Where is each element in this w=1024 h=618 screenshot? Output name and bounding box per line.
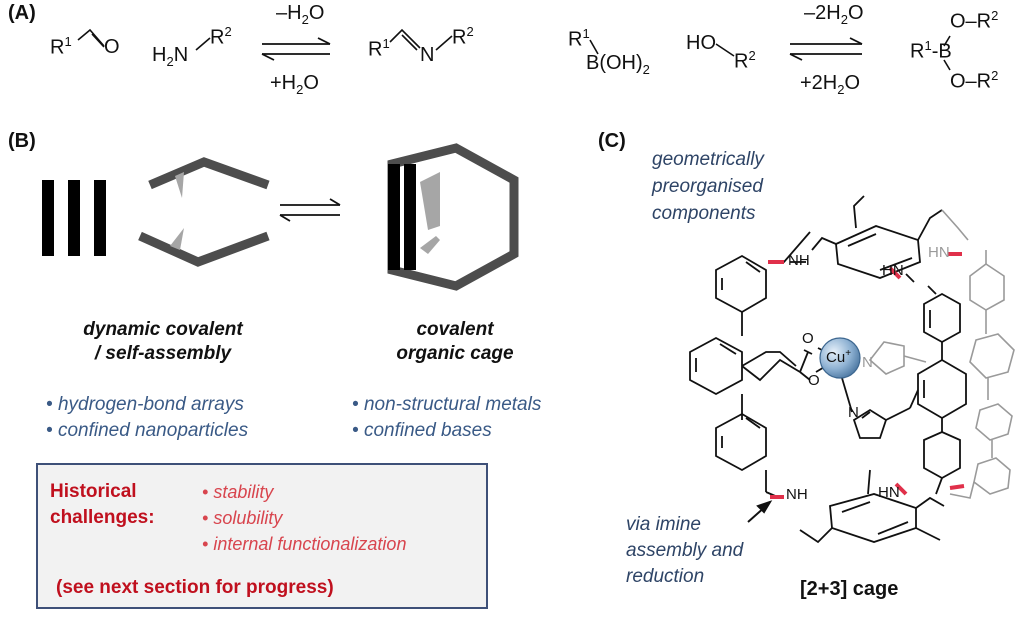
right-title-line1: covalent <box>416 319 494 340</box>
hn-label-bottom: HN <box>878 484 900 501</box>
equilibrium-arrow-b <box>279 198 341 222</box>
annotation-bottom: via imine assembly and reduction <box>626 514 744 587</box>
right-title-line2: organic cage <box>396 343 514 364</box>
arrow1-top-label: –H2O <box>276 2 325 27</box>
challenges-box: Historical challenges: • stability • sol… <box>36 463 488 609</box>
o-label-top: O <box>802 330 814 347</box>
list-item: • solubility <box>202 508 283 528</box>
challenges-title: Historical challenges: <box>50 481 155 528</box>
right-title: covalent organic cage <box>350 318 560 366</box>
left-title-line1: dynamic covalent <box>83 319 243 340</box>
list-item: • confined bases <box>352 420 492 441</box>
list-item: • internal functionalization <box>202 534 407 554</box>
list-item: • confined nanoparticles <box>46 420 249 441</box>
n-label-back: N <box>862 354 873 371</box>
panel-c-label: (C) <box>598 130 626 152</box>
amine-r2: R2 <box>210 24 232 49</box>
ester-o-top: O–R2 <box>950 8 999 33</box>
aldehyde-oxygen: O <box>104 36 120 58</box>
organic-cage-icon <box>387 143 519 291</box>
fragment-wedge-top <box>175 172 184 198</box>
list-item: • hydrogen-bond arrays <box>46 394 244 415</box>
challenges-list: • stability • solubility • internal func… <box>202 479 406 557</box>
list-item: • non-structural metals <box>352 394 542 415</box>
imine-bonds-red <box>768 252 965 499</box>
left-title-line2: / self-assembly <box>94 343 232 364</box>
boronic-b: B(OH)2 <box>586 52 650 77</box>
open-fragments-icon <box>138 157 270 267</box>
panel-b-label: (B) <box>8 130 36 152</box>
cu-label: Cu+ <box>826 348 852 366</box>
aldehyde-molecule: R1 <box>50 34 72 59</box>
ester-o-bottom: O–R2 <box>950 68 999 93</box>
amine-molecule: H2N <box>152 44 189 69</box>
cage-back-strut <box>868 209 1015 499</box>
o-label-bottom: O <box>808 372 820 389</box>
arrow2-top-label: –2H2O <box>804 2 864 27</box>
list-item: • stability <box>202 482 274 502</box>
left-title: dynamic covalent / self-assembly <box>48 318 278 366</box>
hn-label-top: HN <box>882 262 904 279</box>
imine-r1: R1 <box>368 36 390 61</box>
boronic-r1: R1 <box>568 26 590 51</box>
three-bars-icon <box>42 180 106 256</box>
alcohol-ho: HO <box>686 32 716 54</box>
challenges-footer: (see next section for progress) <box>56 577 334 598</box>
arrow1-bottom-label: +H2O <box>270 72 319 97</box>
arrow2-bottom-label: +2H2O <box>800 72 861 97</box>
n-label-imidazole: N <box>848 404 859 421</box>
equilibrium-arrow-2 <box>789 37 863 61</box>
annotation-arrow <box>747 500 773 523</box>
cage-caption: [2+3] cage <box>800 578 899 600</box>
nh-label-top: NH <box>788 252 810 269</box>
imine-n: N <box>420 44 435 66</box>
equilibrium-arrow-1 <box>261 37 331 61</box>
imine-r2: R2 <box>452 24 474 49</box>
alcohol-r: R2 <box>734 48 756 73</box>
annotation-top: geometrically preorganised components <box>652 149 764 224</box>
ester-r1: R1-B <box>910 38 952 63</box>
panel-a-label: (A) <box>8 2 36 24</box>
hn-label-back: HN <box>928 244 950 261</box>
copper-sphere <box>819 337 861 379</box>
panel-a-bonds <box>77 28 951 71</box>
left-bullets: • hydrogen-bond arrays • confined nanopa… <box>46 392 248 444</box>
fragment-wedge-bottom <box>170 228 184 250</box>
nh-label-bottom: NH <box>786 486 808 503</box>
right-bullets: • non-structural metals • confined bases <box>352 392 541 444</box>
